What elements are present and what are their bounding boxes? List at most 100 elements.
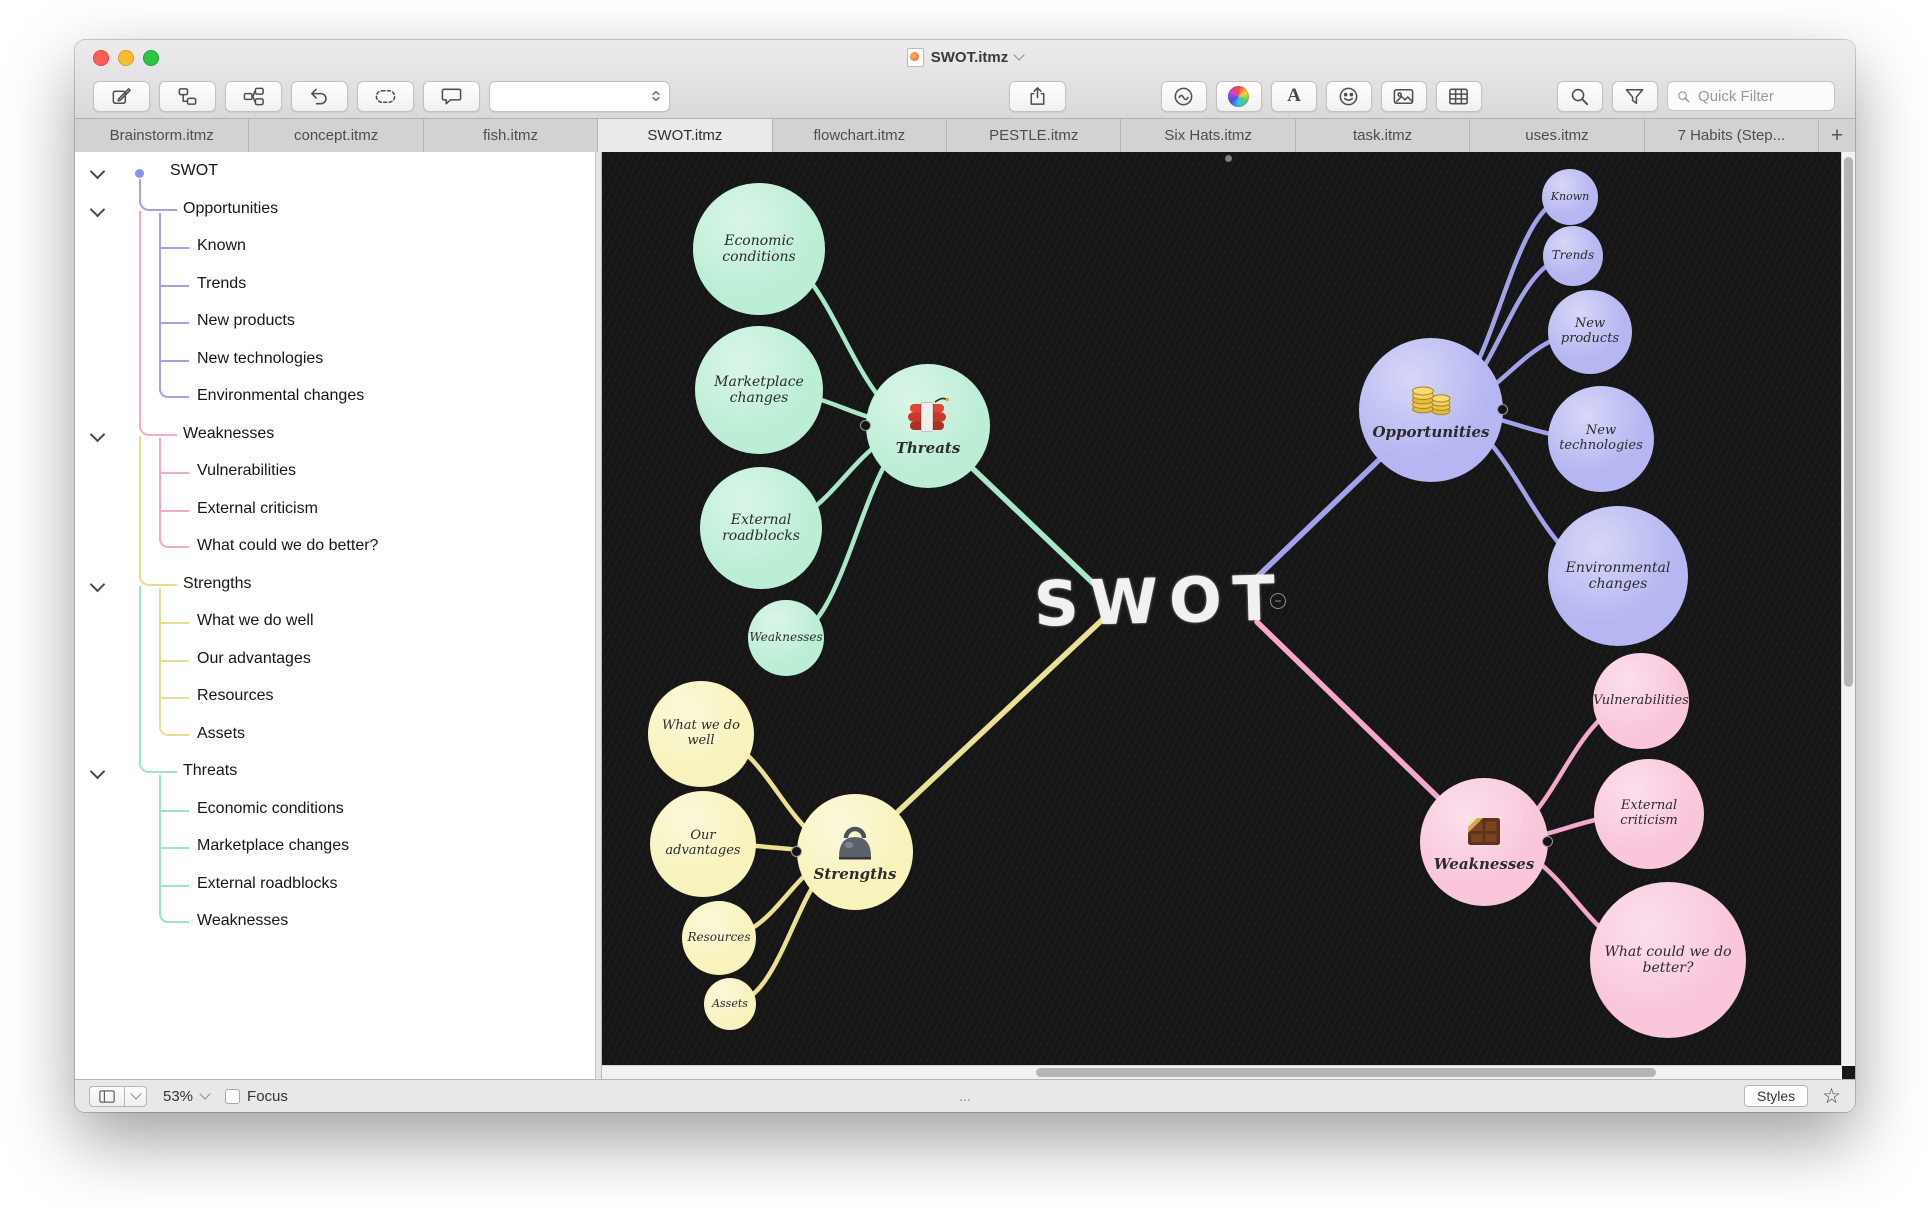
- outline-label[interactable]: Threats: [183, 762, 238, 779]
- outline-label[interactable]: Resources: [197, 687, 274, 704]
- outline-row-known[interactable]: Known: [75, 229, 595, 267]
- outline-label[interactable]: Strengths: [183, 574, 252, 592]
- mindmap-center-title[interactable]: SWOT: [1033, 561, 1287, 641]
- mindmap-node-trends[interactable]: Trends: [1543, 226, 1603, 286]
- doodle-button[interactable]: [1160, 80, 1207, 112]
- tab-six-hats-itmz[interactable]: Six Hats.itmz: [1121, 119, 1296, 152]
- outline-label[interactable]: Opportunities: [183, 199, 279, 217]
- branch-connection-dot[interactable]: [1497, 404, 1508, 415]
- outline-row-what-could-we-do-better[interactable]: What could we do better?: [75, 529, 595, 567]
- zoom-button[interactable]: [143, 50, 159, 66]
- outline-label[interactable]: External criticism: [197, 499, 318, 517]
- zoom-control[interactable]: 53%: [163, 1088, 211, 1105]
- mindmap-node-new-technologies[interactable]: New technologies: [1548, 386, 1654, 492]
- tab-swot-itmz[interactable]: SWOT.itmz: [598, 119, 773, 152]
- outline-label[interactable]: Assets: [197, 724, 246, 742]
- quick-filter-field[interactable]: [1667, 81, 1835, 111]
- branch-connection-dot[interactable]: [860, 420, 871, 431]
- outline-label[interactable]: Marketplace changes: [197, 837, 350, 854]
- table-button[interactable]: [1435, 80, 1482, 112]
- mindmap-node-what-could-we-do-better[interactable]: What could we do better?: [1590, 882, 1746, 1038]
- media-button[interactable]: [1380, 80, 1427, 112]
- outline-row-marketplace-changes[interactable]: Marketplace changes: [75, 829, 595, 867]
- favorite-star-icon[interactable]: ☆: [1822, 1084, 1841, 1108]
- outline-row-economic-conditions[interactable]: Economic conditions: [75, 792, 595, 830]
- mindmap-node-assets[interactable]: Assets: [704, 978, 756, 1030]
- compose-button[interactable]: [93, 80, 151, 112]
- mindmap-node-new-products[interactable]: New products: [1548, 290, 1632, 374]
- outline-row-opportunities[interactable]: Opportunities: [75, 192, 595, 230]
- outline-label[interactable]: Environmental changes: [197, 387, 365, 404]
- outline-row-environmental-changes[interactable]: Environmental changes: [75, 379, 595, 417]
- branch-connection-dot[interactable]: [1542, 836, 1553, 847]
- tab-uses-itmz[interactable]: uses.itmz: [1470, 119, 1645, 152]
- outline-label[interactable]: New technologies: [197, 349, 324, 367]
- outline-row-assets[interactable]: Assets: [75, 717, 595, 755]
- view-mode-chevron-icon[interactable]: [125, 1085, 147, 1107]
- outline-row-strengths[interactable]: Strengths: [75, 567, 595, 605]
- outline-row-threats[interactable]: Threats: [75, 754, 595, 792]
- outline-row-swot[interactable]: SWOT: [75, 154, 595, 192]
- branch-connection-dot[interactable]: [791, 846, 802, 857]
- tab-task-itmz[interactable]: task.itmz: [1295, 119, 1471, 152]
- mindmap-node-weaknesses[interactable]: Weaknesses: [748, 600, 824, 676]
- outline-label[interactable]: Weaknesses: [183, 424, 275, 442]
- mindmap-node-what-we-do-well[interactable]: What we do well: [648, 681, 754, 787]
- quick-filter-input[interactable]: [1696, 86, 1826, 106]
- focus-checkbox[interactable]: [225, 1088, 241, 1104]
- tab-7-habits-step[interactable]: 7 Habits (Step...: [1644, 119, 1820, 152]
- undo-button[interactable]: [291, 80, 349, 112]
- disclosure-chevron-icon[interactable]: [89, 426, 106, 442]
- disclosure-chevron-icon[interactable]: [89, 576, 106, 592]
- tab-flowchart-itmz[interactable]: flowchart.itmz: [772, 119, 948, 152]
- outline-row-weaknesses[interactable]: Weaknesses: [75, 417, 595, 455]
- add-sibling-button[interactable]: [159, 80, 217, 112]
- mindmap-node-external-roadblocks[interactable]: External roadblocks: [700, 467, 822, 589]
- view-mode-icon[interactable]: [89, 1085, 125, 1107]
- colors-button[interactable]: [1215, 80, 1262, 112]
- tab-fish-itmz[interactable]: fish.itmz: [423, 119, 599, 152]
- mindmap-node-our-advantages[interactable]: Our advantages: [650, 791, 756, 897]
- outline-label[interactable]: What we do well: [197, 612, 314, 629]
- mindmap-hub-weaknesses[interactable]: Weaknesses: [1420, 778, 1548, 906]
- collapse-handle[interactable]: −: [1270, 593, 1286, 609]
- disclosure-chevron-icon[interactable]: [89, 201, 106, 217]
- outline-row-trends[interactable]: Trends: [75, 267, 595, 305]
- outline-row-external-roadblocks[interactable]: External roadblocks: [75, 867, 595, 905]
- fonts-button[interactable]: A: [1270, 80, 1317, 112]
- search-button[interactable]: [1556, 80, 1603, 112]
- outline-label[interactable]: Vulnerabilities: [197, 462, 297, 479]
- outline-row-weaknesses[interactable]: Weaknesses: [75, 904, 595, 942]
- styles-button[interactable]: Styles: [1744, 1085, 1809, 1107]
- mindmap-hub-threats[interactable]: Threats: [866, 364, 990, 488]
- outline-label[interactable]: Weaknesses: [197, 912, 289, 929]
- minimize-button[interactable]: [118, 50, 134, 66]
- share-button[interactable]: [1008, 80, 1066, 112]
- mindmap-node-known[interactable]: Known: [1542, 169, 1598, 225]
- outline-label[interactable]: Economic conditions: [197, 799, 344, 817]
- mindmap-node-external-criticism[interactable]: External criticism: [1594, 759, 1704, 869]
- outline-row-new-technologies[interactable]: New technologies: [75, 342, 595, 380]
- outline-label[interactable]: What could we do better?: [197, 537, 379, 554]
- add-child-button[interactable]: [225, 80, 283, 112]
- vertical-scroll-thumb[interactable]: [1844, 157, 1853, 688]
- outline-row-what-we-do-well[interactable]: What we do well: [75, 604, 595, 642]
- tab-brainstorm-itmz[interactable]: Brainstorm.itmz: [75, 119, 250, 152]
- canvas-top-handle[interactable]: [1224, 155, 1232, 162]
- outline-row-vulnerabilities[interactable]: Vulnerabilities: [75, 454, 595, 492]
- disclosure-chevron-icon[interactable]: [89, 763, 106, 780]
- outline-row-new-products[interactable]: New products: [75, 304, 595, 342]
- close-button[interactable]: [93, 50, 109, 66]
- horizontal-scrollbar[interactable]: [602, 1065, 1842, 1079]
- add-tab-button[interactable]: +: [1819, 119, 1855, 152]
- emoji-button[interactable]: [1325, 80, 1372, 112]
- outline-row-our-advantages[interactable]: Our advantages: [75, 642, 595, 680]
- topic-style-dropdown[interactable]: [489, 80, 670, 112]
- mindmap-node-marketplace-changes[interactable]: Marketplace changes: [695, 326, 823, 454]
- tab-concept-itmz[interactable]: concept.itmz: [249, 119, 424, 152]
- tab-pestle-itmz[interactable]: PESTLE.itmz: [947, 119, 1122, 152]
- disclosure-chevron-icon[interactable]: [89, 163, 106, 180]
- mindmap-node-resources[interactable]: Resources: [682, 901, 756, 975]
- mindmap-node-economic-conditions[interactable]: Economic conditions: [693, 183, 825, 315]
